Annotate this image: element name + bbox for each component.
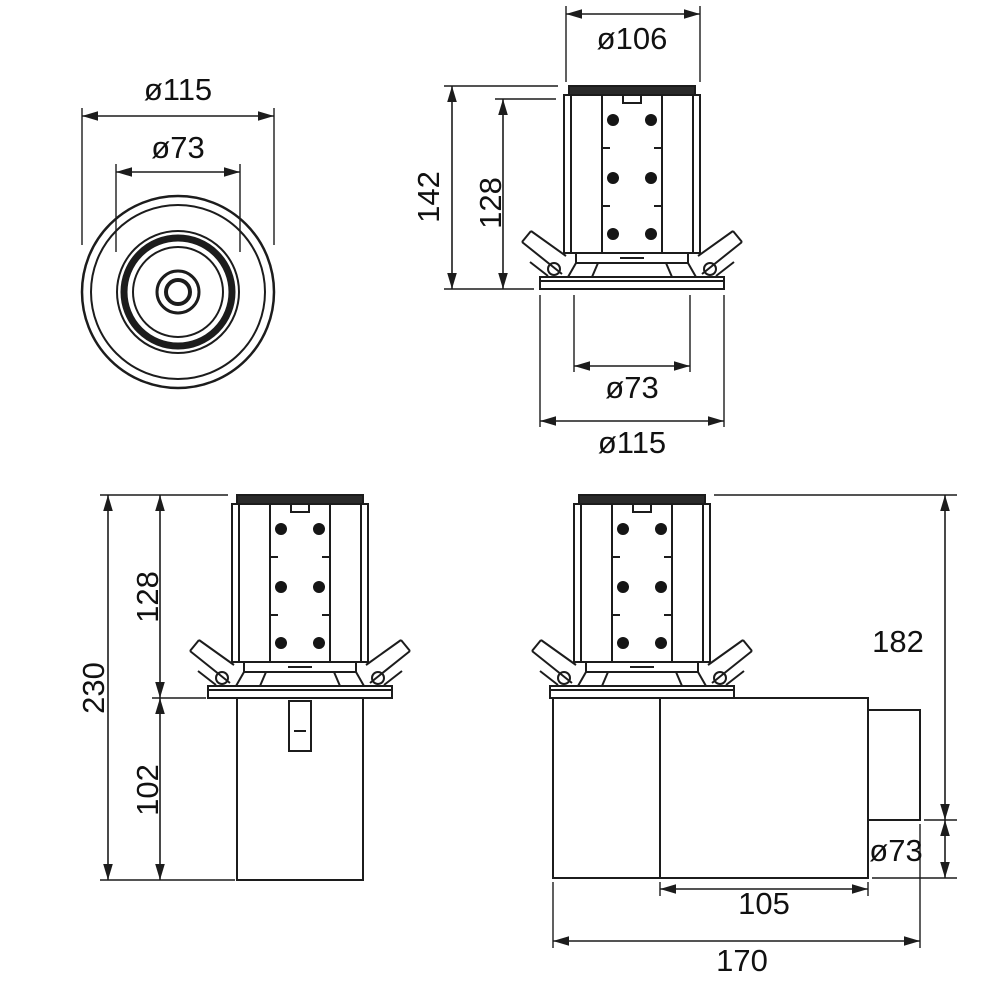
dim-label-front-height-overall: 142 bbox=[411, 171, 446, 223]
dim-label-side-upper: 128 bbox=[130, 571, 165, 623]
dim-label-front-height-body: 128 bbox=[473, 177, 508, 229]
dim-label-front-top: ø106 bbox=[597, 21, 668, 56]
dim-label-driver-height: 182 bbox=[872, 624, 924, 659]
fixture-side bbox=[189, 494, 411, 699]
dim-label-driver-box-width: 105 bbox=[738, 886, 790, 921]
dim-label-side-lower: 102 bbox=[130, 764, 165, 816]
top-view-extension-lines bbox=[81, 108, 275, 252]
dim-label-driver-overall-width: 170 bbox=[716, 943, 768, 978]
dim-label-side-total: 230 bbox=[76, 662, 111, 714]
front-view: ø106 142 128 ø73 ø115 bbox=[411, 6, 743, 460]
fixture-side-driver bbox=[531, 494, 753, 699]
side-driver-extension-lines bbox=[552, 494, 957, 948]
dim-label-front-trim: ø115 bbox=[598, 425, 666, 460]
side-view-extension-lines bbox=[100, 494, 235, 881]
dim-label-front-cutout: ø73 bbox=[605, 370, 658, 405]
side-driver-view: 182 ø73 105 170 bbox=[531, 494, 957, 978]
dim-label-driver-diameter: ø73 bbox=[869, 833, 922, 868]
side-view: 230 128 102 bbox=[76, 494, 411, 881]
fixture-front bbox=[521, 85, 743, 290]
dim-label-top-outer: ø115 bbox=[144, 72, 212, 107]
dim-label-top-inner: ø73 bbox=[151, 130, 204, 165]
driver-box bbox=[552, 697, 921, 879]
top-view-circles bbox=[80, 194, 276, 390]
rear-box bbox=[236, 697, 364, 881]
top-view: ø115 ø73 bbox=[80, 72, 276, 390]
